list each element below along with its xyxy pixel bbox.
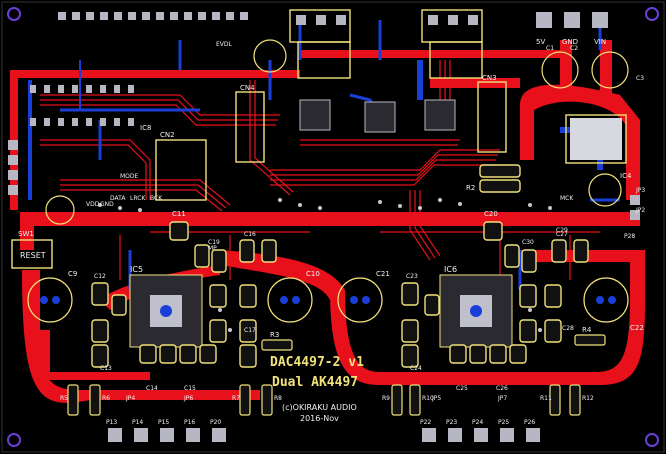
reset-label: RESET <box>20 251 46 260</box>
p25-label: P25 <box>498 419 509 426</box>
c11-label: C11 <box>172 210 186 218</box>
r11-label: R11 <box>540 395 552 402</box>
pin-headers <box>8 12 640 442</box>
p26-label: P26 <box>524 419 535 426</box>
ic5-package <box>129 274 203 348</box>
cap-vias <box>40 296 616 304</box>
r10-label: R10 <box>422 395 434 402</box>
mck-label: MCK <box>560 195 574 202</box>
r5-label: R5 <box>60 395 68 402</box>
r4-label: R4 <box>582 326 592 334</box>
resistors <box>67 334 606 416</box>
jp7-label: JP7 <box>497 395 507 402</box>
cn3-label: CN3 <box>482 74 497 82</box>
mp-label: MP <box>208 245 217 252</box>
board-subtitle: Dual AK4497 <box>272 375 358 390</box>
ic4-label: IC4 <box>620 172 632 180</box>
p24-label: P24 <box>472 419 483 426</box>
ic8-pin-rows <box>30 85 134 126</box>
reg-label: EVDL <box>216 41 233 48</box>
connector-outlines <box>11 9 627 269</box>
p23-label: P23 <box>446 419 457 426</box>
r2-label: R2 <box>466 184 475 192</box>
board-credit: (c)OKIRAKU AUDIO <box>282 403 357 412</box>
p14-label: P14 <box>132 419 143 426</box>
p13-label: P13 <box>106 419 117 426</box>
r6-label: R6 <box>102 395 110 402</box>
c28-label: C28 <box>562 325 574 332</box>
smd-footprints <box>91 164 589 368</box>
p22-label: P22 <box>420 419 431 426</box>
gnd-label: GND <box>100 201 114 208</box>
sw1-label: SW1 <box>18 230 34 238</box>
cn4-label: CN4 <box>240 84 255 92</box>
c27-label: C27 <box>556 231 568 238</box>
c12-label: C12 <box>94 273 106 280</box>
c17-label: C17 <box>244 327 256 334</box>
regulator-body <box>570 118 622 160</box>
c1-label: C1 <box>546 45 554 52</box>
silkscreen-labels: DAC4497-2 v1 Dual AK4497 (c)OKIRAKU AUDI… <box>18 38 645 426</box>
jp2-label: JP2 <box>635 207 645 214</box>
c24-label: C24 <box>410 365 422 372</box>
c14-label: C14 <box>146 385 158 392</box>
p28-label: P28 <box>624 233 635 240</box>
ic6-label: IC6 <box>444 265 457 274</box>
c16-label: C16 <box>244 231 256 238</box>
r7-label: R7 <box>232 395 240 402</box>
p16-label: P16 <box>184 419 195 426</box>
c29-label: C29 <box>556 227 568 234</box>
lrck-label: LRCK <box>130 195 146 202</box>
r9-label: R9 <box>382 395 390 402</box>
ic5-label: IC5 <box>130 265 143 274</box>
pwr-gnd-label: GND <box>562 38 578 46</box>
jp6-label: JP6 <box>183 395 193 402</box>
c22-label: C22 <box>630 324 644 332</box>
pwr-vin-label: VIN <box>594 38 606 46</box>
ic6-package <box>439 274 513 348</box>
mode-label: MODE <box>120 173 139 180</box>
c23-label: C23 <box>406 273 418 280</box>
vdd-label: VDD <box>86 201 100 208</box>
mounting-holes <box>7 7 659 447</box>
p20-label: P20 <box>210 419 221 426</box>
vias <box>98 198 552 332</box>
jp3-label: JP3 <box>635 187 645 194</box>
pwr-5v-label: 5V <box>536 38 545 46</box>
r8-label: R8 <box>274 395 282 402</box>
c9-label: C9 <box>68 270 77 278</box>
c15-label: C15 <box>184 385 196 392</box>
c20-label: C20 <box>484 210 498 218</box>
board-date: 2016-Nov <box>300 414 339 423</box>
r12-label: R12 <box>582 395 594 402</box>
jp4-label: JP4 <box>125 395 135 402</box>
c10-label: C10 <box>306 270 320 278</box>
electrolytic-capacitors <box>27 39 629 323</box>
c25-label: C25 <box>456 385 468 392</box>
c30-label: C30 <box>522 239 534 246</box>
c21-label: C21 <box>376 270 390 278</box>
p15-label: P15 <box>158 419 169 426</box>
cn2-label: CN2 <box>160 131 175 139</box>
ic8-label: IC8 <box>140 124 151 132</box>
board-title: DAC4497-2 v1 <box>270 355 364 370</box>
jp5-label: JP5 <box>431 395 441 402</box>
r3-label: R3 <box>270 331 279 339</box>
c19-label: C19 <box>208 239 220 246</box>
c13-label: C13 <box>100 365 112 372</box>
c3-label: C3 <box>636 75 644 82</box>
c2-label: C2 <box>570 45 578 52</box>
bck-label: BCK <box>150 195 163 202</box>
c26-label: C26 <box>496 385 508 392</box>
mid-ics <box>299 99 456 133</box>
data-label: DATA <box>110 195 126 202</box>
